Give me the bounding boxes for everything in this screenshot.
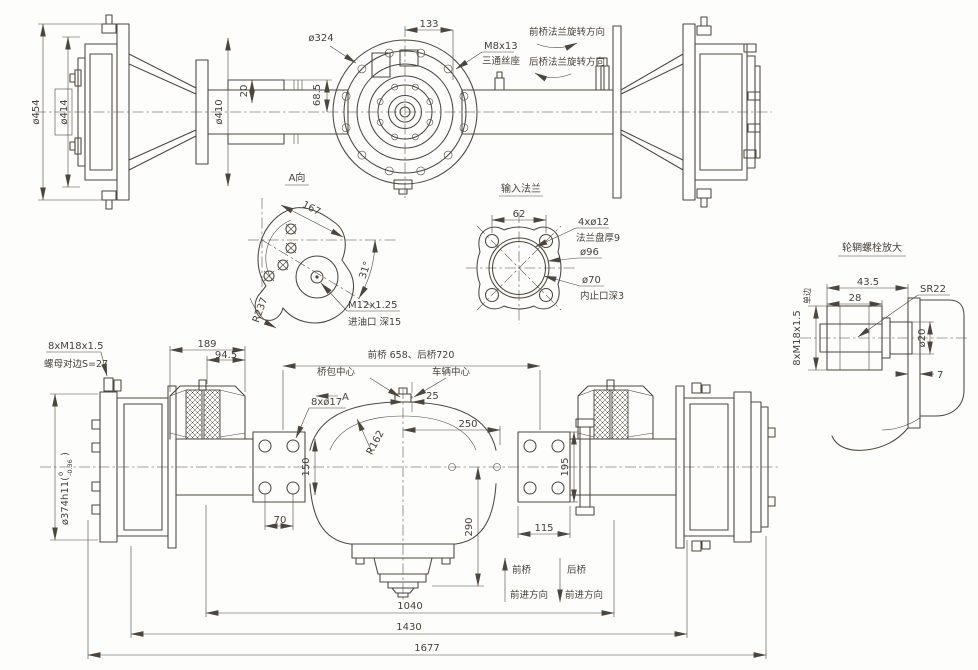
front-rotation-label: 前桥法兰旋转方向 [529,26,605,38]
dim-62: 62 [513,209,526,220]
dim-1430: 1430 [396,622,421,633]
dim-43-5: 43.5 [857,277,879,288]
dim-o20: ø20 [917,329,928,348]
rear-rotation-arrow [534,72,572,82]
axle-center-label: 桥包中心 [317,366,356,378]
dim-1677: 1677 [414,643,439,654]
rear-rotation-label: 后桥法兰旋转方向 [529,56,605,68]
dim-189: 189 [197,339,216,350]
dim-70b: 70 [274,515,287,526]
dim-167: 167 [300,200,322,218]
dim-94-5: 94.5 [215,350,237,361]
direction-arrows: 前桥 前进方向 后桥 前进方向 [502,557,603,603]
callout-m8-note: 三通丝座 [482,55,521,67]
plan-view: ø374h11( 0 -0.36 ) 189 94.5 A 8xø17 [40,339,780,659]
rear-direction-label: 前进方向 [565,589,603,601]
callout-m12: M12x1.25 [348,300,398,311]
right-mount-pad [517,431,571,503]
front-right-drum [612,16,761,208]
bracket-holes [263,223,297,282]
rim-plate [907,297,921,429]
dim-70: ø70 [582,275,601,286]
dim-1040: 1040 [397,601,422,612]
dim-25: 25 [426,391,439,402]
dim-7: 7 [937,370,943,381]
plan-right-drum [675,382,776,552]
rim-bolt-detail: 轮辋螺栓放大 8xM18x1.5 单边 43.5 28 SR22 ø20 7 [792,241,968,451]
view-a: A向 167 31° R237 M12x1.25 进油口 深15 [248,171,401,329]
dim-195: 195 [560,457,571,476]
front-direction-label: 前进方向 [510,589,548,601]
dim-250: 250 [458,419,477,430]
dim-96: ø96 [580,247,599,258]
callout-oil-port: 进油口 深15 [348,316,401,328]
svg-text:-0.36: -0.36 [66,459,74,476]
dim-290: 290 [464,517,475,536]
dim-sr22: SR22 [920,284,946,295]
callout-studs: 8xM18x1.5 [48,341,103,352]
dim-410: ø410 [214,99,225,124]
dim-454: ø454 [31,99,42,124]
dim-8xm18: 8xM18x1.5 [792,310,803,365]
input-flange-view: 输入法兰 62 4xø12 法兰盘厚9 ø96 ø70 内止口深3 [466,182,624,324]
dim-31: 31° [358,260,374,280]
dim-28: 28 [849,293,862,304]
left-spring-seat [169,379,246,440]
svg-text:ø374h11(: ø374h11( [60,477,71,525]
callout-spigot-depth: 内止口深3 [580,290,624,302]
front-axle-label: 前桥 [512,564,532,576]
callout-8x17: 8xø17 [311,397,342,408]
callout-4x12: 4xø12 [578,217,609,228]
front-diff-housing [332,39,478,195]
right-spring-seat [577,379,654,440]
front-dimensions: ø454 ø414 ø410 20 68.5 ø324 133 M8x13 三通… [31,19,605,201]
overall-dimensions: 1040 1430 1677 [87,505,767,659]
callout-studs-note: 螺母对边S=27 [44,358,108,370]
dim-20: 20 [239,85,250,98]
dim-414: ø414 [59,99,70,124]
bolt-shank [889,321,913,355]
dim-115: 115 [534,523,553,534]
plan-left-drum [91,377,177,549]
callout-flange-thickness: 法兰盘厚9 [576,232,620,244]
front-right-tube [461,57,614,135]
input-flange-label: 输入法兰 [501,182,541,195]
diff-dome [309,387,501,598]
dim-spring-span: 前桥 658、后桥720 [368,349,455,361]
dim-68-5: 68.5 [312,84,323,106]
dim-8xm18-note: 单边 [802,288,812,304]
front-view: ø454 ø414 ø410 20 68.5 ø324 133 M8x13 三通… [31,14,772,210]
wheel-disc [919,299,965,417]
dim-150: 150 [301,457,312,476]
callout-m8: M8x13 [484,41,518,52]
breather-fitting [494,77,505,91]
svg-text:0: 0 [57,472,65,476]
section-a-label: A [342,392,349,403]
flange-outline [476,226,562,310]
dim-374: ø374h11( 0 -0.36 ) [57,452,74,525]
rim-bolt-title: 轮辋螺栓放大 [842,241,902,254]
svg-text:): ) [60,452,71,456]
rear-axle-label: 后桥 [567,564,587,576]
vehicle-center-label: 车辆中心 [432,366,471,378]
dim-133: 133 [419,19,438,30]
view-a-label: A向 [289,171,306,184]
dim-324: ø324 [308,33,333,44]
front-rotation-arrow [536,42,578,51]
